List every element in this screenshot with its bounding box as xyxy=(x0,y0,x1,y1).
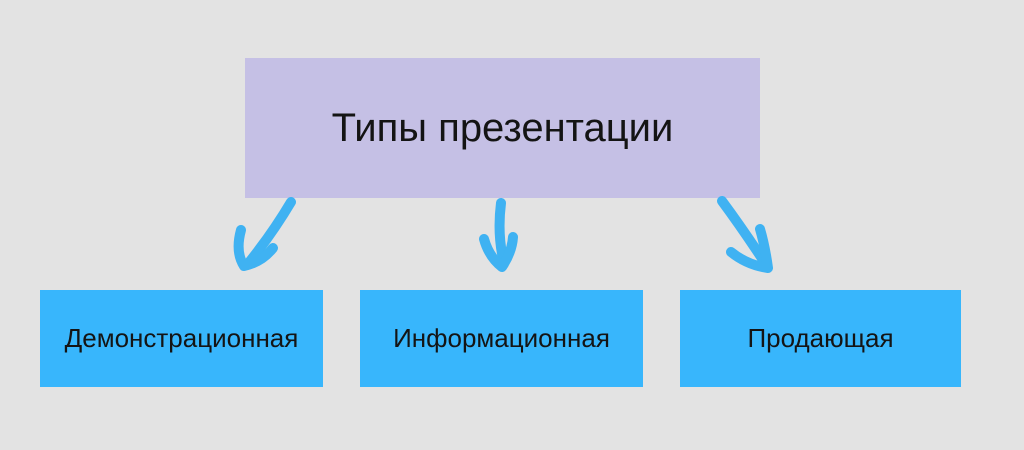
node-presentation-types: Типы презентации xyxy=(245,58,760,198)
node-selling-label: Продающая xyxy=(747,323,894,353)
arrow-down-left-icon xyxy=(233,197,296,271)
arrow-down-right-icon xyxy=(717,196,773,273)
node-informational-label: Информационная xyxy=(393,323,610,353)
arrow-down-icon xyxy=(479,198,518,272)
node-demonstration: Демонстрационная xyxy=(40,290,323,387)
node-informational: Информационная xyxy=(360,290,643,387)
node-demonstration-label: Демонстрационная xyxy=(64,323,299,353)
node-selling: Продающая xyxy=(680,290,961,387)
node-presentation-types-label: Типы презентации xyxy=(331,105,674,150)
